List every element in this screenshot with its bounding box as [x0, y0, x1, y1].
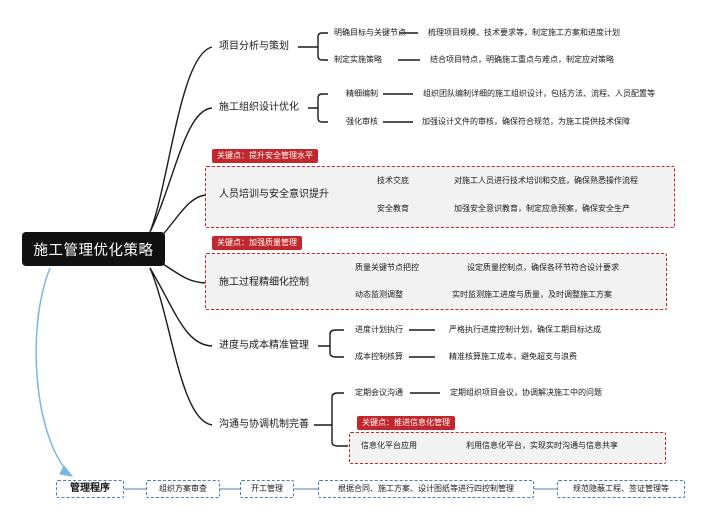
detail-technical-briefing: 对施工人员进行技术培训和交底，确保熟悉操作流程 [454, 176, 638, 185]
item-quality-checkpoints[interactable]: 质量关键节点把控 [355, 263, 419, 272]
detail-implementation-strategy: 结合项目特点，明确施工重点与难点，制定应对策略 [430, 55, 614, 64]
procedure-step-3[interactable]: 根据合同、施工方案、设计图纸等进行四控制管理 [318, 480, 534, 498]
detail-schedule-execution: 严格执行进度控制计划，确保工期目标达成 [449, 325, 601, 334]
branch-construction-organization[interactable]: 施工组织设计优化 [219, 102, 299, 113]
detail-regular-meetings: 定期组织项目会议，协调解决施工中的问题 [450, 388, 602, 397]
procedure-step-1[interactable]: 组织方案审查 [146, 480, 220, 498]
root-node[interactable]: 施工管理优化策略 [22, 232, 165, 266]
highlight-box-informatization [349, 432, 666, 464]
item-cost-control[interactable]: 成本控制核算 [355, 352, 403, 361]
item-technical-briefing[interactable]: 技术交底 [377, 176, 409, 185]
highlight-box-safety [205, 166, 675, 228]
detail-information-platform: 利用信息化平台，实现实时沟通与信息共享 [466, 441, 618, 450]
connector-root-branch-5 [149, 267, 213, 347]
detail-dynamic-monitoring: 实时监测施工进度与质量，及时调整施工方案 [452, 290, 612, 299]
procedure-step-2[interactable]: 开工管理 [240, 480, 294, 498]
connector-b2-items [308, 93, 328, 123]
item-regular-meetings[interactable]: 定期会议沟通 [355, 388, 403, 397]
detail-goals-nodes: 梳理项目规模、技术要求等，制定施工方案和进度计划 [428, 28, 620, 37]
key-point-tag-safety: 关键点：提升安全管理水平 [212, 149, 318, 163]
branch-personnel-training[interactable]: 人员培训与安全意识提升 [219, 189, 329, 200]
item-safety-education[interactable]: 安全教育 [377, 204, 409, 213]
procedure-step-4[interactable]: 规范隐蔽工程、签证管理等 [557, 480, 685, 498]
connector-root-branch-6 [149, 267, 213, 426]
branch-communication[interactable]: 沟通与协调机制完善 [219, 419, 309, 430]
branch-project-analysis[interactable]: 项目分析与策划 [219, 41, 289, 52]
connector-root-branch-1 [149, 46, 213, 233]
connector-root-procedure [35, 267, 71, 475]
connector-b6-items [314, 392, 348, 447]
connector-root-branch-3 [159, 194, 206, 239]
detail-detailed-compilation: 组织团队编制详细的施工组织设计，包括方法、流程、人员配置等 [423, 89, 655, 98]
detail-quality-checkpoints: 设定质量控制点，确保各环节符合设计要求 [467, 263, 619, 272]
detail-cost-control: 精准核算施工成本，避免超支与浪费 [449, 352, 577, 361]
item-schedule-execution[interactable]: 进度计划执行 [355, 325, 403, 334]
connector-root-branch-2 [149, 107, 213, 233]
detail-strengthen-review: 加强设计文件的审核，确保符合规范，为施工提供技术保障 [422, 117, 630, 126]
connector-root-procedure-arrowhead [59, 465, 74, 477]
key-point-tag-informatization: 关键点：推进信息化管理 [357, 416, 455, 430]
item-dynamic-monitoring[interactable]: 动态监测调整 [355, 290, 403, 299]
item-implementation-strategy[interactable]: 制定实施策略 [334, 55, 382, 64]
item-strengthen-review[interactable]: 强化审核 [346, 117, 378, 126]
connector-b1-items [298, 32, 328, 61]
item-detailed-compilation[interactable]: 精细编制 [346, 89, 378, 98]
item-goals-nodes[interactable]: 明确目标与关键节点 [334, 28, 406, 37]
branch-process-control[interactable]: 施工过程精细化控制 [219, 277, 309, 288]
detail-safety-education: 加强安全意识教育，制定应急预案，确保安全生产 [454, 204, 630, 213]
branch-schedule-cost[interactable]: 进度与成本精准管理 [219, 340, 309, 351]
item-information-platform[interactable]: 信息化平台应用 [361, 441, 417, 450]
connector-root-branch-4 [159, 261, 206, 284]
highlight-box-quality [205, 253, 667, 310]
connector-b5-items [318, 329, 344, 358]
key-point-tag-quality: 关键点：加强质量管理 [212, 236, 302, 250]
procedure-label[interactable]: 管理程序 [56, 480, 124, 498]
